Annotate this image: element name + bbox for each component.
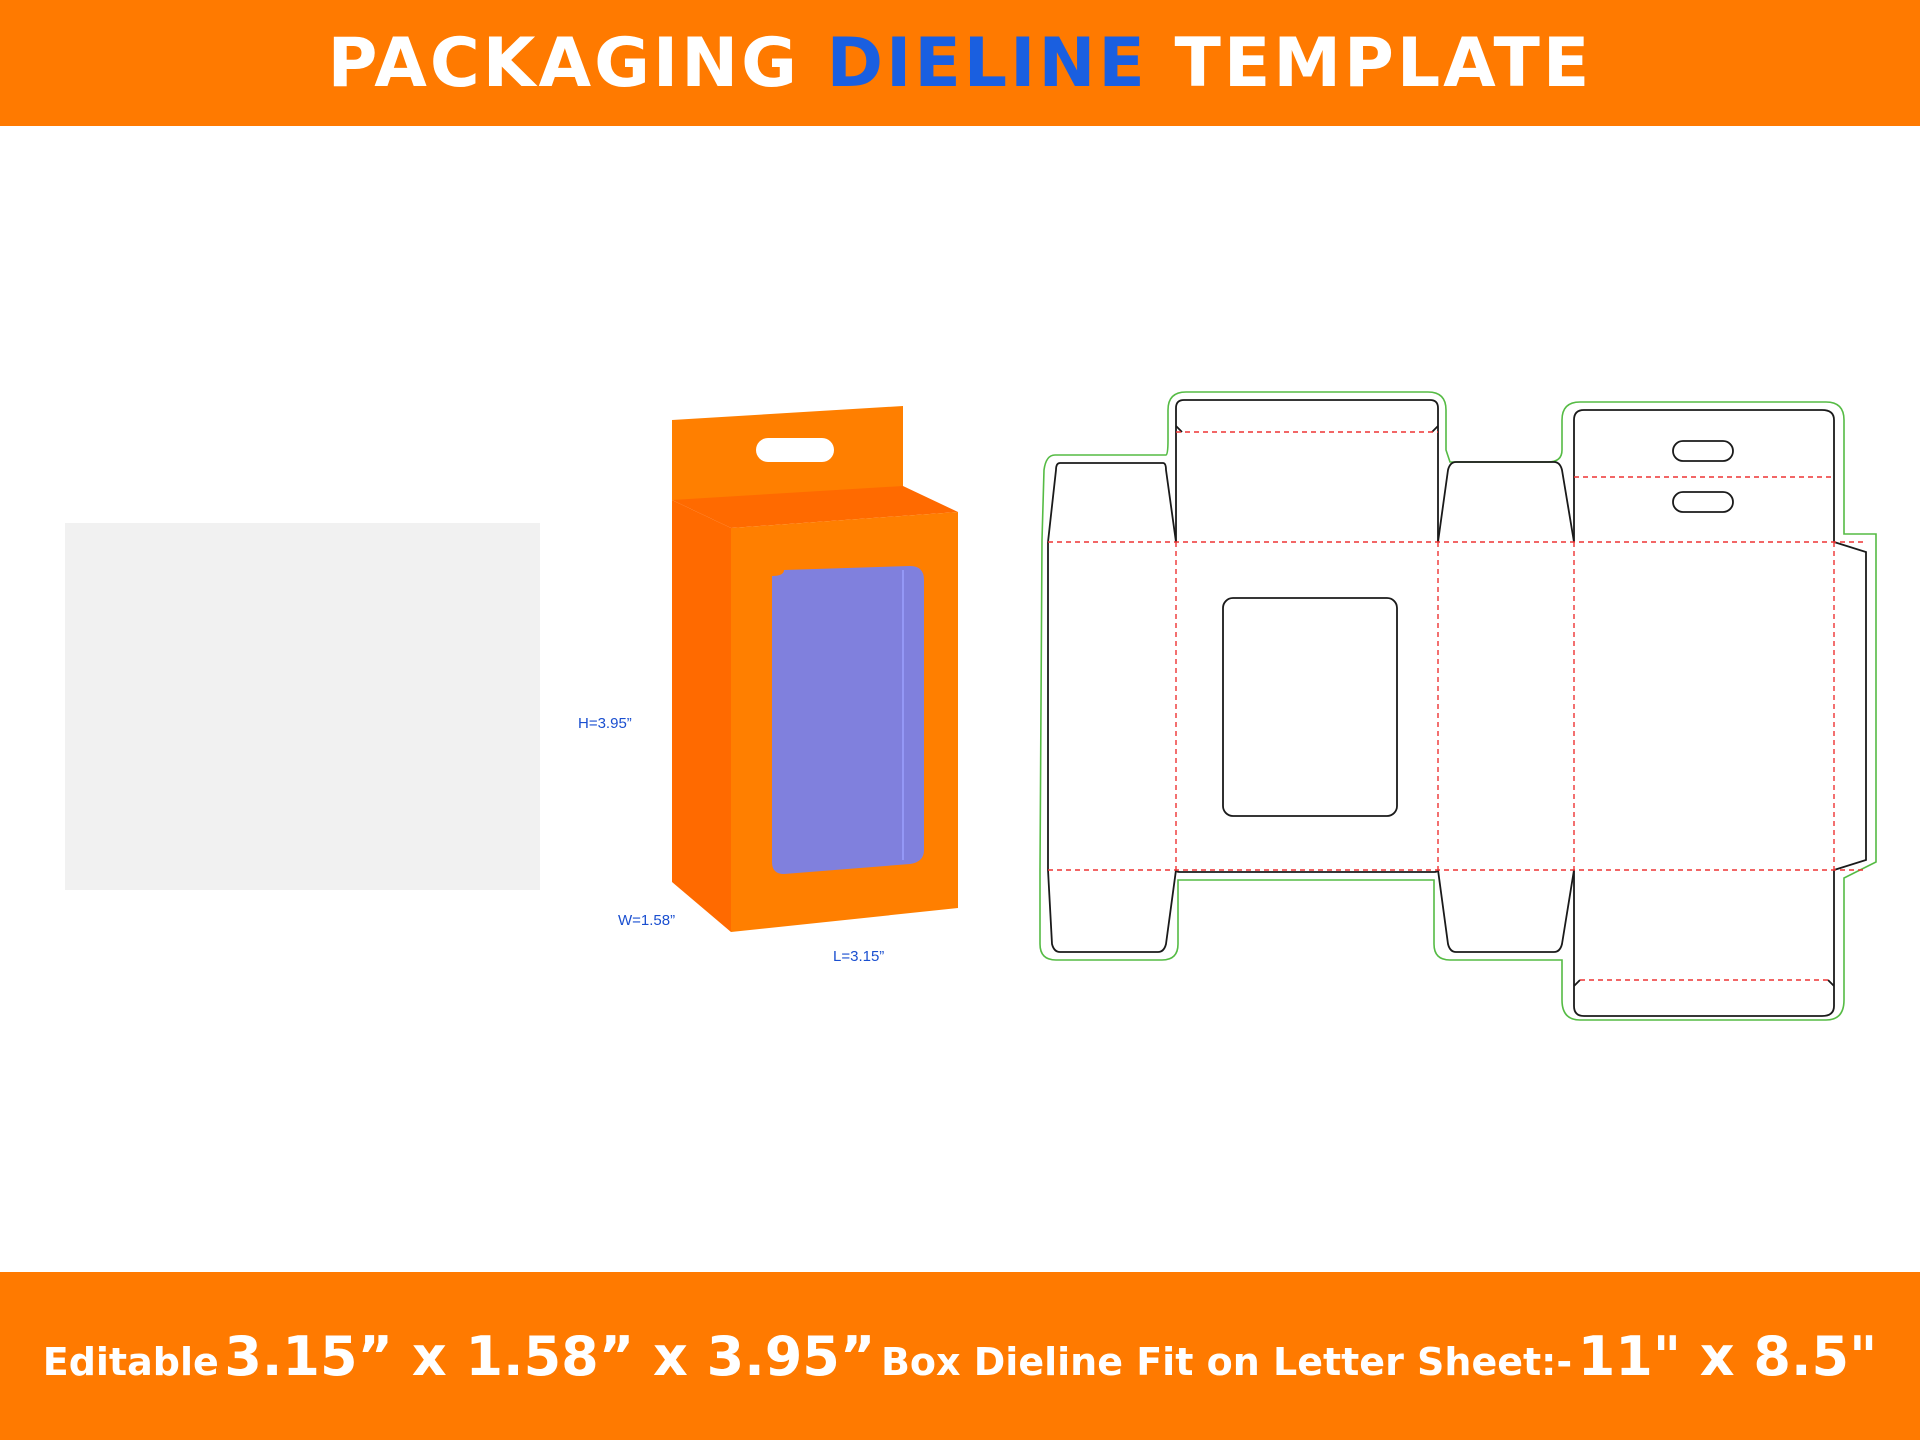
header-banner: PACKAGING DIELINE TEMPLATE (0, 0, 1920, 126)
title-accent: DIELINE (826, 23, 1148, 103)
height-label: H=3.95” (578, 715, 632, 732)
title-part2: TEMPLATE (1174, 23, 1593, 103)
box-window (772, 566, 924, 874)
thumbnail-panel (65, 523, 540, 890)
box-top-face (672, 486, 958, 528)
footer-dimensions: 3.15” x 1.58” x 3.95” (224, 1324, 876, 1388)
footer-banner: Editable 3.15” x 1.58” x 3.95” Box Dieli… (0, 1272, 1920, 1440)
footer-editable: Editable (42, 1339, 219, 1384)
width-label: W=1.58” (618, 912, 676, 929)
footer-sheet-size: 11" x 8.5" (1577, 1324, 1878, 1388)
hang-hole (756, 438, 834, 462)
title-part1: PACKAGING (327, 23, 800, 103)
length-label: L=3.15” (833, 948, 885, 965)
box-side-face (672, 500, 731, 932)
page-title: PACKAGING DIELINE TEMPLATE (328, 24, 1593, 103)
footer-text: Editable 3.15” x 1.58” x 3.95” Box Dieli… (43, 1325, 1877, 1388)
footer-fit-text: Box Dieline Fit on Letter Sheet:- (880, 1339, 1573, 1384)
